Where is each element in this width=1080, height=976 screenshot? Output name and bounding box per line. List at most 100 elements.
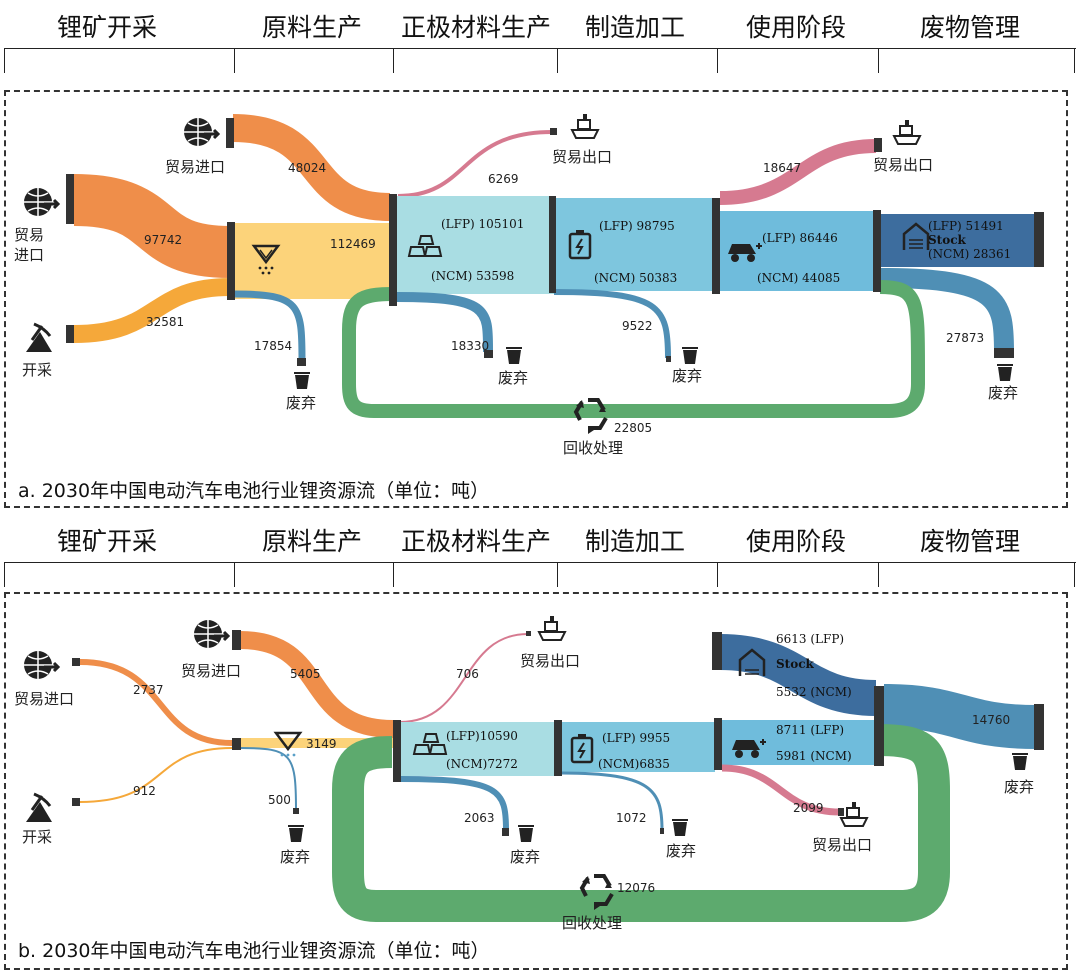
flow-mining — [79, 747, 233, 803]
globe-trade-icon — [194, 620, 231, 648]
label-export1: 贸易出口 — [552, 148, 612, 166]
node-waste-cathode — [484, 350, 493, 358]
value-recycle: 12076 — [617, 881, 655, 895]
flow-cathode-export — [397, 130, 553, 198]
label-export1: 贸易出口 — [520, 652, 580, 670]
flow-cathode-export — [399, 633, 529, 723]
label-mining: 开采 — [22, 828, 52, 846]
value-cathode-lfp: (LFP) 105101 — [441, 217, 524, 231]
trash-icon — [1012, 753, 1028, 770]
label-waste-final: 废弃 — [988, 384, 1018, 402]
stage-divider — [717, 562, 718, 587]
node-stock — [873, 210, 881, 292]
value-import-to-raw: 48024 — [288, 161, 326, 175]
flow-raw-waste — [234, 290, 306, 361]
value-raw-waste: 500 — [268, 793, 291, 807]
stage-divider — [393, 48, 394, 73]
stage-manufacturing: 制造加工 — [584, 527, 685, 556]
value-stock-lfp: (LFP) 51491 — [928, 219, 1004, 233]
value-use-export: 18647 — [763, 161, 801, 175]
node-waste-final — [994, 348, 1014, 358]
label-stock: Stock — [928, 233, 967, 247]
label-waste-cathode: 废弃 — [510, 848, 540, 866]
trash-icon — [682, 347, 698, 364]
node-import-mine — [72, 658, 80, 666]
stage-divider — [4, 562, 5, 587]
node-import-trade — [232, 630, 241, 650]
stage-waste: 废物管理 — [919, 527, 1020, 556]
trash-icon — [997, 364, 1013, 381]
label-waste-raw: 废弃 — [286, 394, 316, 412]
battery-icon — [568, 230, 592, 260]
node-waste-mfg — [666, 356, 671, 362]
globe-trade-icon — [184, 118, 221, 146]
node-waste-raw — [293, 808, 299, 814]
battery-icon — [570, 734, 594, 764]
value-recycle: 22805 — [614, 421, 652, 435]
flow-mfg-waste — [553, 289, 671, 359]
flow-mfg-waste — [561, 771, 664, 831]
filter-icon — [273, 731, 303, 757]
stage-divider — [1074, 562, 1075, 587]
flow-mfg-blue — [554, 198, 714, 291]
flow-final-waste — [879, 268, 1014, 353]
stage-waste: 废物管理 — [919, 13, 1020, 42]
stage-divider — [234, 562, 235, 587]
flow-final-waste — [883, 684, 1037, 749]
stage-divider — [1074, 48, 1075, 73]
stage-divider — [393, 562, 394, 587]
node-export-b1 — [526, 631, 531, 636]
node-stock-start — [712, 632, 722, 670]
value-cathode-lfp: (LFP)10590 — [446, 729, 518, 743]
ship-icon — [570, 114, 600, 139]
value-cathode-ncm: (NCM)7272 — [446, 757, 518, 771]
node-raw — [227, 222, 235, 300]
stage-raw: 原料生产 — [261, 527, 362, 556]
value-mfg-lfp: (LFP) 9955 — [602, 731, 670, 745]
recycle-icon — [573, 398, 608, 434]
stage-divider — [557, 562, 558, 587]
flow-recycle — [342, 280, 925, 418]
node-use — [714, 718, 722, 770]
stage-manufacturing: 制造加工 — [584, 13, 685, 42]
stage-header-a: 锂矿开采 原料生产 正极材料生产 制造加工 使用阶段 废物管理 — [0, 0, 1080, 80]
value-cathode-ncm: (NCM) 53598 — [431, 269, 514, 283]
label-waste-mfg: 废弃 — [672, 367, 702, 385]
value-mfg-ncm: (NCM)6835 — [598, 757, 670, 771]
node-export-a2 — [874, 138, 882, 152]
ship-icon — [537, 616, 567, 641]
stage-divider — [878, 562, 879, 587]
stage-cathode: 正极材料生产 — [400, 527, 551, 556]
value-import-mine: 2737 — [133, 683, 164, 697]
flow-mining — [73, 278, 231, 343]
label-recycle: 回收处理 — [562, 914, 622, 932]
stage-raw: 原料生产 — [261, 13, 362, 42]
flow-raw-waste — [240, 747, 297, 811]
stage-divider — [4, 48, 5, 73]
value-cathode-waste: 18330 — [451, 339, 489, 353]
value-use-export: 2099 — [793, 801, 824, 815]
value-stock-lfp: 6613 (LFP) — [776, 632, 844, 646]
flow-import-mine — [79, 659, 233, 746]
ship-icon — [892, 120, 922, 145]
ev-car-icon — [728, 243, 762, 262]
ev-car-icon — [732, 739, 766, 758]
value-use-ncm: 5981 (NCM) — [776, 749, 852, 763]
value-use-lfp: (LFP) 86446 — [762, 231, 838, 245]
value-mfg-lfp: (LFP) 98795 — [599, 219, 675, 233]
node-export-b2 — [838, 808, 844, 816]
flow-cathode-waste — [396, 292, 494, 353]
node-mfg — [549, 196, 556, 293]
label-import-mine: 贸易进口 — [14, 690, 74, 708]
value-mining: 32581 — [146, 315, 184, 329]
value-final-waste: 27873 — [946, 331, 984, 345]
node-mining — [72, 798, 80, 806]
trash-icon — [672, 819, 688, 836]
panel-a-sankey: 贸易进口 贸易 进口 开采 贸易出口 贸易出口 废弃 废弃 废弃 废弃 回收处理… — [14, 114, 1044, 457]
value-mining: 912 — [133, 784, 156, 798]
flow-import-to-raw — [239, 631, 394, 738]
recycle-icon — [579, 874, 614, 910]
value-import-mine: 97742 — [144, 233, 182, 247]
warehouse-icon — [902, 222, 930, 250]
stage-baseline — [4, 48, 1076, 49]
